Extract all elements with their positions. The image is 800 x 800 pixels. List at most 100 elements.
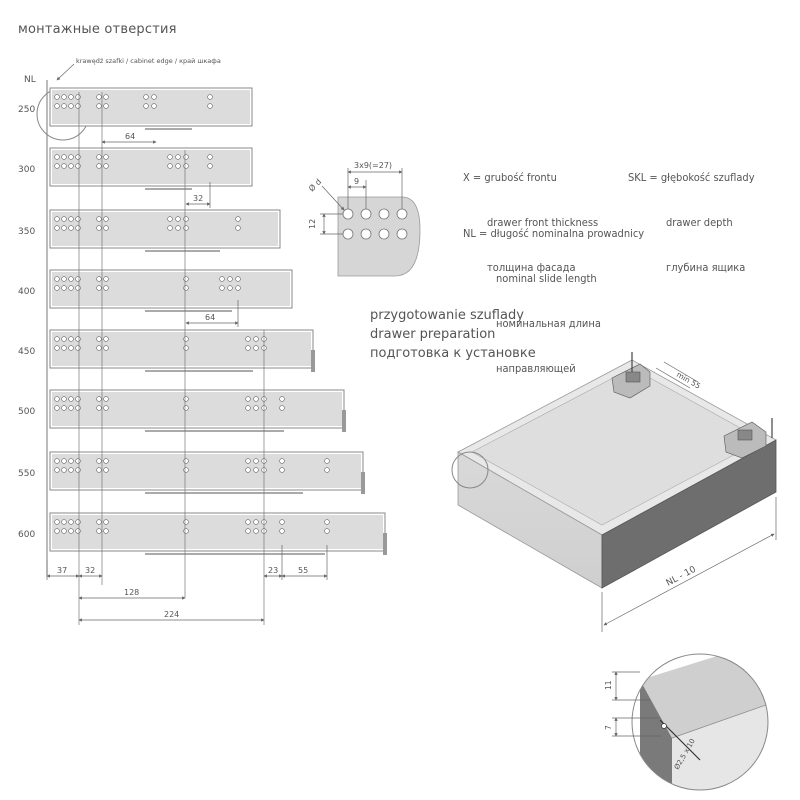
mounting-hole bbox=[253, 467, 259, 473]
mounting-hole bbox=[75, 405, 81, 411]
mounting-hole bbox=[183, 528, 189, 534]
mounting-hole bbox=[68, 163, 74, 169]
mounting-hole bbox=[75, 519, 81, 525]
drawer-side-row: 300 bbox=[18, 147, 253, 190]
legend-nl: NL = długość nominalna prowadnicy nomina… bbox=[463, 196, 644, 391]
mounting-hole bbox=[61, 163, 67, 169]
mounting-hole bbox=[75, 336, 81, 342]
mounting-hole bbox=[219, 276, 225, 282]
mounting-hole bbox=[324, 528, 330, 534]
detail-diameter: Ø d bbox=[306, 176, 323, 193]
nl-row-label: 500 bbox=[18, 407, 35, 417]
mounting-hole bbox=[245, 519, 251, 525]
mounting-hole bbox=[61, 225, 67, 231]
nl-row-label: 350 bbox=[18, 227, 35, 237]
dim-37: 37 bbox=[57, 566, 67, 575]
mounting-hole bbox=[235, 285, 241, 291]
mounting-hole bbox=[103, 103, 109, 109]
hole-detail: 3x9(=27) 9 12 Ø d bbox=[306, 161, 421, 277]
legend-skl-line1: SKL = głębokość szuflady bbox=[628, 171, 755, 184]
mounting-hole bbox=[54, 345, 60, 351]
mounting-hole bbox=[183, 225, 189, 231]
mounting-hole bbox=[61, 345, 67, 351]
mounting-hole bbox=[324, 467, 330, 473]
legend-x: X = grubość frontu drawer front thicknes… bbox=[463, 140, 598, 290]
mounting-hole bbox=[61, 458, 67, 464]
mounting-hole bbox=[68, 94, 74, 100]
mounting-hole bbox=[167, 216, 173, 222]
mounting-hole bbox=[61, 467, 67, 473]
drawer-side-panel bbox=[52, 150, 250, 184]
mounting-hole bbox=[324, 458, 330, 464]
legend-nl-line1: NL = długość nominalna prowadnicy bbox=[463, 227, 645, 240]
mounting-hole bbox=[61, 396, 67, 402]
mounting-hole bbox=[183, 519, 189, 525]
legend-nl-line2: nominal slide length bbox=[496, 272, 597, 285]
mounting-hole bbox=[103, 276, 109, 282]
nl-row-label: 550 bbox=[18, 469, 35, 479]
mounting-hole bbox=[54, 396, 60, 402]
corner-detail: 11 7 Ø2,5 x 10 bbox=[604, 653, 769, 791]
mounting-hole bbox=[245, 405, 251, 411]
mounting-hole bbox=[167, 154, 173, 160]
mounting-hole bbox=[61, 216, 67, 222]
nl-axis-label: NL bbox=[24, 75, 36, 85]
mounting-hole bbox=[183, 345, 189, 351]
mounting-hole bbox=[227, 285, 233, 291]
mounting-hole bbox=[103, 154, 109, 160]
mounting-hole bbox=[183, 396, 189, 402]
mounting-hole bbox=[279, 528, 285, 534]
mounting-hole bbox=[68, 458, 74, 464]
mounting-hole bbox=[68, 285, 74, 291]
corner-highlight-circle bbox=[451, 451, 489, 489]
mounting-hole bbox=[54, 225, 60, 231]
mounting-hole bbox=[175, 216, 181, 222]
mounting-hole bbox=[183, 458, 189, 464]
mounting-hole bbox=[68, 345, 74, 351]
mounting-hole bbox=[235, 216, 241, 222]
mounting-hole bbox=[75, 285, 81, 291]
mounting-hole bbox=[235, 276, 241, 282]
drawer-side-panel bbox=[52, 212, 278, 246]
nl-row-label: 400 bbox=[18, 287, 35, 297]
mounting-hole bbox=[279, 467, 285, 473]
legend-nl-line4: направляющей bbox=[496, 362, 576, 375]
mounting-hole bbox=[75, 216, 81, 222]
mounting-hole bbox=[253, 345, 259, 351]
mounting-hole bbox=[96, 336, 102, 342]
mounting-hole bbox=[183, 154, 189, 160]
mounting-hole bbox=[61, 276, 67, 282]
dim-224: 224 bbox=[164, 610, 179, 619]
mounting-hole bbox=[143, 103, 149, 109]
mounting-hole bbox=[54, 519, 60, 525]
mounting-hole bbox=[183, 405, 189, 411]
mounting-hole bbox=[54, 528, 60, 534]
dim-23: 23 bbox=[268, 566, 278, 575]
mounting-hole bbox=[183, 336, 189, 342]
bottom-dimensions bbox=[46, 545, 328, 622]
mounting-hole bbox=[235, 225, 241, 231]
mounting-hole bbox=[54, 94, 60, 100]
mounting-hole bbox=[151, 103, 157, 109]
mounting-hole bbox=[253, 458, 259, 464]
mounting-hole bbox=[61, 519, 67, 525]
legend-nl-line3: номинальная длина bbox=[496, 317, 601, 330]
drawer-side-row: 400 bbox=[18, 269, 293, 312]
detail-height: 12 bbox=[308, 219, 317, 229]
mounting-hole bbox=[175, 154, 181, 160]
mounting-hole bbox=[54, 103, 60, 109]
mounting-hole bbox=[54, 216, 60, 222]
drawer-side-panel bbox=[52, 332, 311, 366]
mounting-hole bbox=[96, 276, 102, 282]
mounting-hole bbox=[96, 519, 102, 525]
mounting-hole bbox=[54, 163, 60, 169]
slide-end-stop bbox=[311, 350, 315, 372]
mounting-hole bbox=[245, 467, 251, 473]
dim-64-top: 64 bbox=[125, 132, 135, 141]
mounting-hole bbox=[75, 103, 81, 109]
length-dimension-label: NL - 10 bbox=[665, 565, 698, 589]
legend-skl-line2: drawer depth bbox=[666, 216, 733, 229]
detail-top-dim: 3x9(=27) bbox=[354, 161, 392, 170]
mounting-hole bbox=[253, 336, 259, 342]
